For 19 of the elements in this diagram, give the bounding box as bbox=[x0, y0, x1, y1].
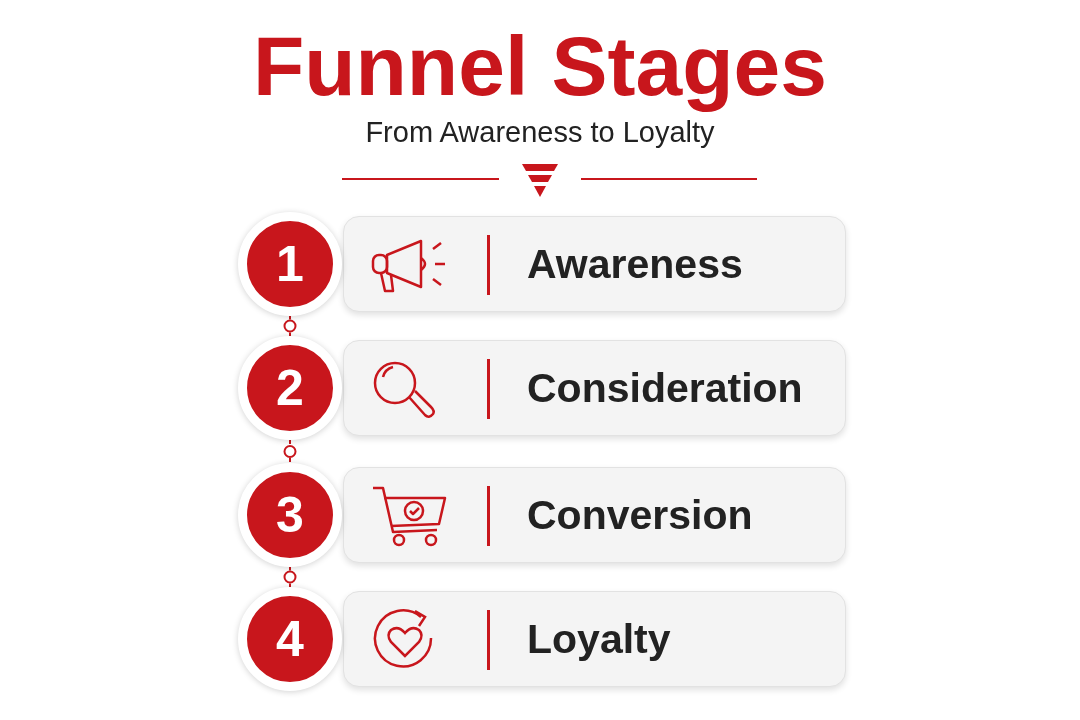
stage-name: Conversion bbox=[527, 491, 753, 539]
connector-ring bbox=[283, 445, 297, 458]
stage-card bbox=[343, 591, 846, 687]
stage-card bbox=[343, 467, 846, 563]
dotted-connector bbox=[289, 439, 291, 446]
stage-card bbox=[343, 216, 846, 312]
dotted-connector bbox=[289, 457, 291, 464]
stage-name: Loyalty bbox=[527, 615, 671, 663]
stage-name: Consideration bbox=[527, 364, 803, 412]
dotted-connector bbox=[289, 331, 291, 337]
connector-ring bbox=[283, 319, 297, 333]
subtitle: From Awareness to Loyalty bbox=[364, 115, 716, 150]
stage-name: Awareness bbox=[527, 240, 743, 288]
stage-card bbox=[343, 340, 846, 436]
dotted-connector bbox=[289, 566, 291, 572]
connector-ring bbox=[283, 570, 297, 584]
dotted-connector bbox=[289, 315, 291, 321]
title: Funnel Stages bbox=[251, 18, 829, 114]
dotted-connector bbox=[289, 582, 291, 588]
